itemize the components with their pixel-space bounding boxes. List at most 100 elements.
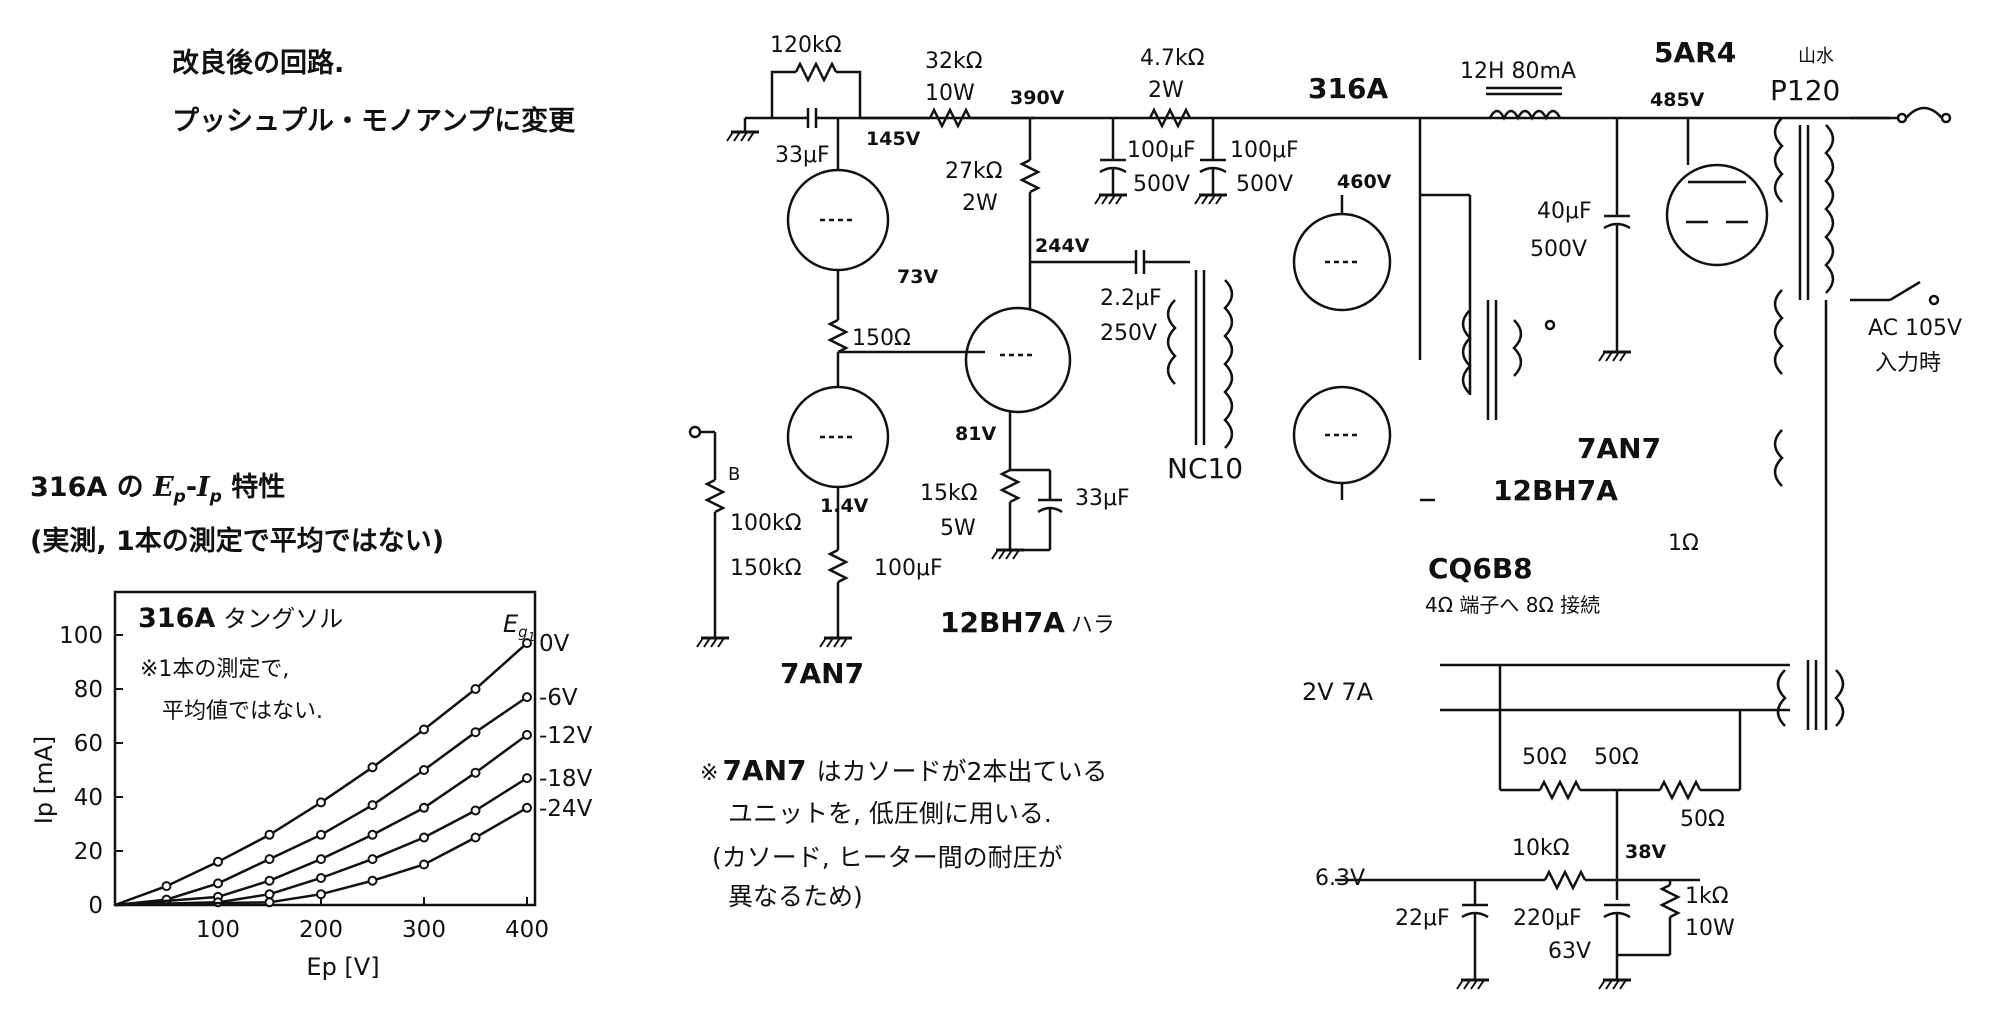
y-tick-label: 40 [74,785,103,811]
data-point [522,638,532,649]
label-w5: 5W [940,516,976,541]
circuit-labels: 120kΩ 33μF 145V 32kΩ 10W 390V 4.7kΩ 2W 1… [728,33,1962,964]
label-r10k: 10kΩ [1512,836,1570,861]
label-c40u: 40μF [1537,199,1592,224]
label-v244: 244V [1035,235,1090,257]
series-line [114,777,528,907]
series-label: 0V [539,631,570,657]
label-v485: 485V [1650,89,1705,111]
label-r15k: 15kΩ [920,481,978,506]
y-tick-label: 80 [74,677,103,703]
x-tick-label: 200 [299,917,343,943]
label-c2-2u: 2.2μF [1100,286,1162,311]
x-axis-label: Ep [V] [306,953,379,981]
data-point [419,724,429,735]
label-5ar4: 5AR4 [1654,36,1736,69]
series-line [114,642,528,907]
series-label: -12V [539,723,593,749]
data-point [264,897,275,908]
label-v6-3: 6.3V [1315,866,1365,891]
label-r120k: 120kΩ [770,33,842,58]
y-tick-label: 0 [88,893,103,919]
data-point [264,829,275,840]
data-point [419,802,429,813]
label-w2a: 2W [1148,78,1184,103]
label-r1k: 1kΩ [1685,884,1729,909]
label-r150: 150Ω [852,326,911,351]
label-v250: 250V [1100,321,1157,346]
y-tick-label: 100 [59,623,103,649]
series-label: -24V [539,796,593,822]
label-r1: 1Ω [1668,531,1699,556]
data-point [470,832,481,843]
box-note-2: 平均値ではない. [162,699,323,724]
data-point [264,854,275,865]
label-c22u: 22μF [1395,906,1450,931]
label-r50a: 50Ω [1522,745,1567,770]
data-point [367,762,378,773]
x-tick-label: 100 [196,917,240,943]
data-point [419,765,429,775]
label-ac105: AC 105V [1868,316,1962,341]
label-7an7-a: 7AN7 [780,657,864,690]
plot-frame [113,590,537,907]
label-r27k: 27kΩ [945,159,1003,184]
x-tick-label: 300 [402,917,446,943]
box-note-1: ※1本の測定で, [140,657,289,682]
label-316a: 316A [1308,72,1388,105]
label-c100u-1: 100μF [1127,138,1196,163]
label-p120: P120 [1770,74,1840,107]
label-r50b: 50Ω [1594,745,1639,770]
label-r4-7k: 4.7kΩ [1140,46,1205,71]
y-axis-label: Ip [mA] [30,736,58,824]
data-point [316,854,326,865]
label-r50c: 50Ω [1680,807,1725,832]
data-point [316,797,326,808]
label-v1-4: 1.4V [820,495,869,517]
circuit-schematic [688,61,1952,991]
data-point [316,873,326,883]
footnote-line-2: ユニットを, 低圧側に用いる. [728,799,1052,828]
label-v63: 63V [1548,939,1591,964]
series-line [114,733,528,907]
data-point [264,875,275,886]
series-label: -18V [539,766,593,792]
data-point [367,800,378,811]
series-label: -6V [539,685,578,711]
data-point [470,805,481,816]
data-point [419,859,429,870]
data-point [316,889,326,900]
label-v500-3: 500V [1530,237,1587,262]
label-w10: 10W [925,81,975,106]
data-point [522,773,532,784]
data-point [213,878,223,889]
y-tick-label: 20 [74,839,103,865]
data-point [470,767,481,778]
data-point [470,684,481,694]
label-v500-1: 500V [1133,172,1190,197]
label-v145: 145V [866,128,921,150]
label-w2b: 2W [962,191,998,216]
label-b: B [728,464,740,485]
x-tick-label: 400 [505,917,549,943]
label-v73: 73V [897,266,938,288]
label-v500-2: 500V [1236,172,1293,197]
label-r32k: 32kΩ [925,49,983,74]
label-v38: 38V [1625,841,1666,863]
data-point [367,854,378,865]
data-point [367,829,378,840]
data-point [522,692,532,703]
label-choke: 12H 80mA [1460,59,1576,84]
label-v460: 460V [1337,171,1392,193]
data-point [213,856,223,867]
label-v2-7a: 2V 7A [1302,678,1374,706]
label-c100u-3: 100μF [874,556,943,581]
label-cq6b8-note: 4Ω 端子へ 8Ω 接続 [1425,593,1600,617]
label-nc10: NC10 [1167,452,1243,485]
label-w10b: 10W [1685,916,1735,941]
y-tick-label: 60 [74,731,103,757]
